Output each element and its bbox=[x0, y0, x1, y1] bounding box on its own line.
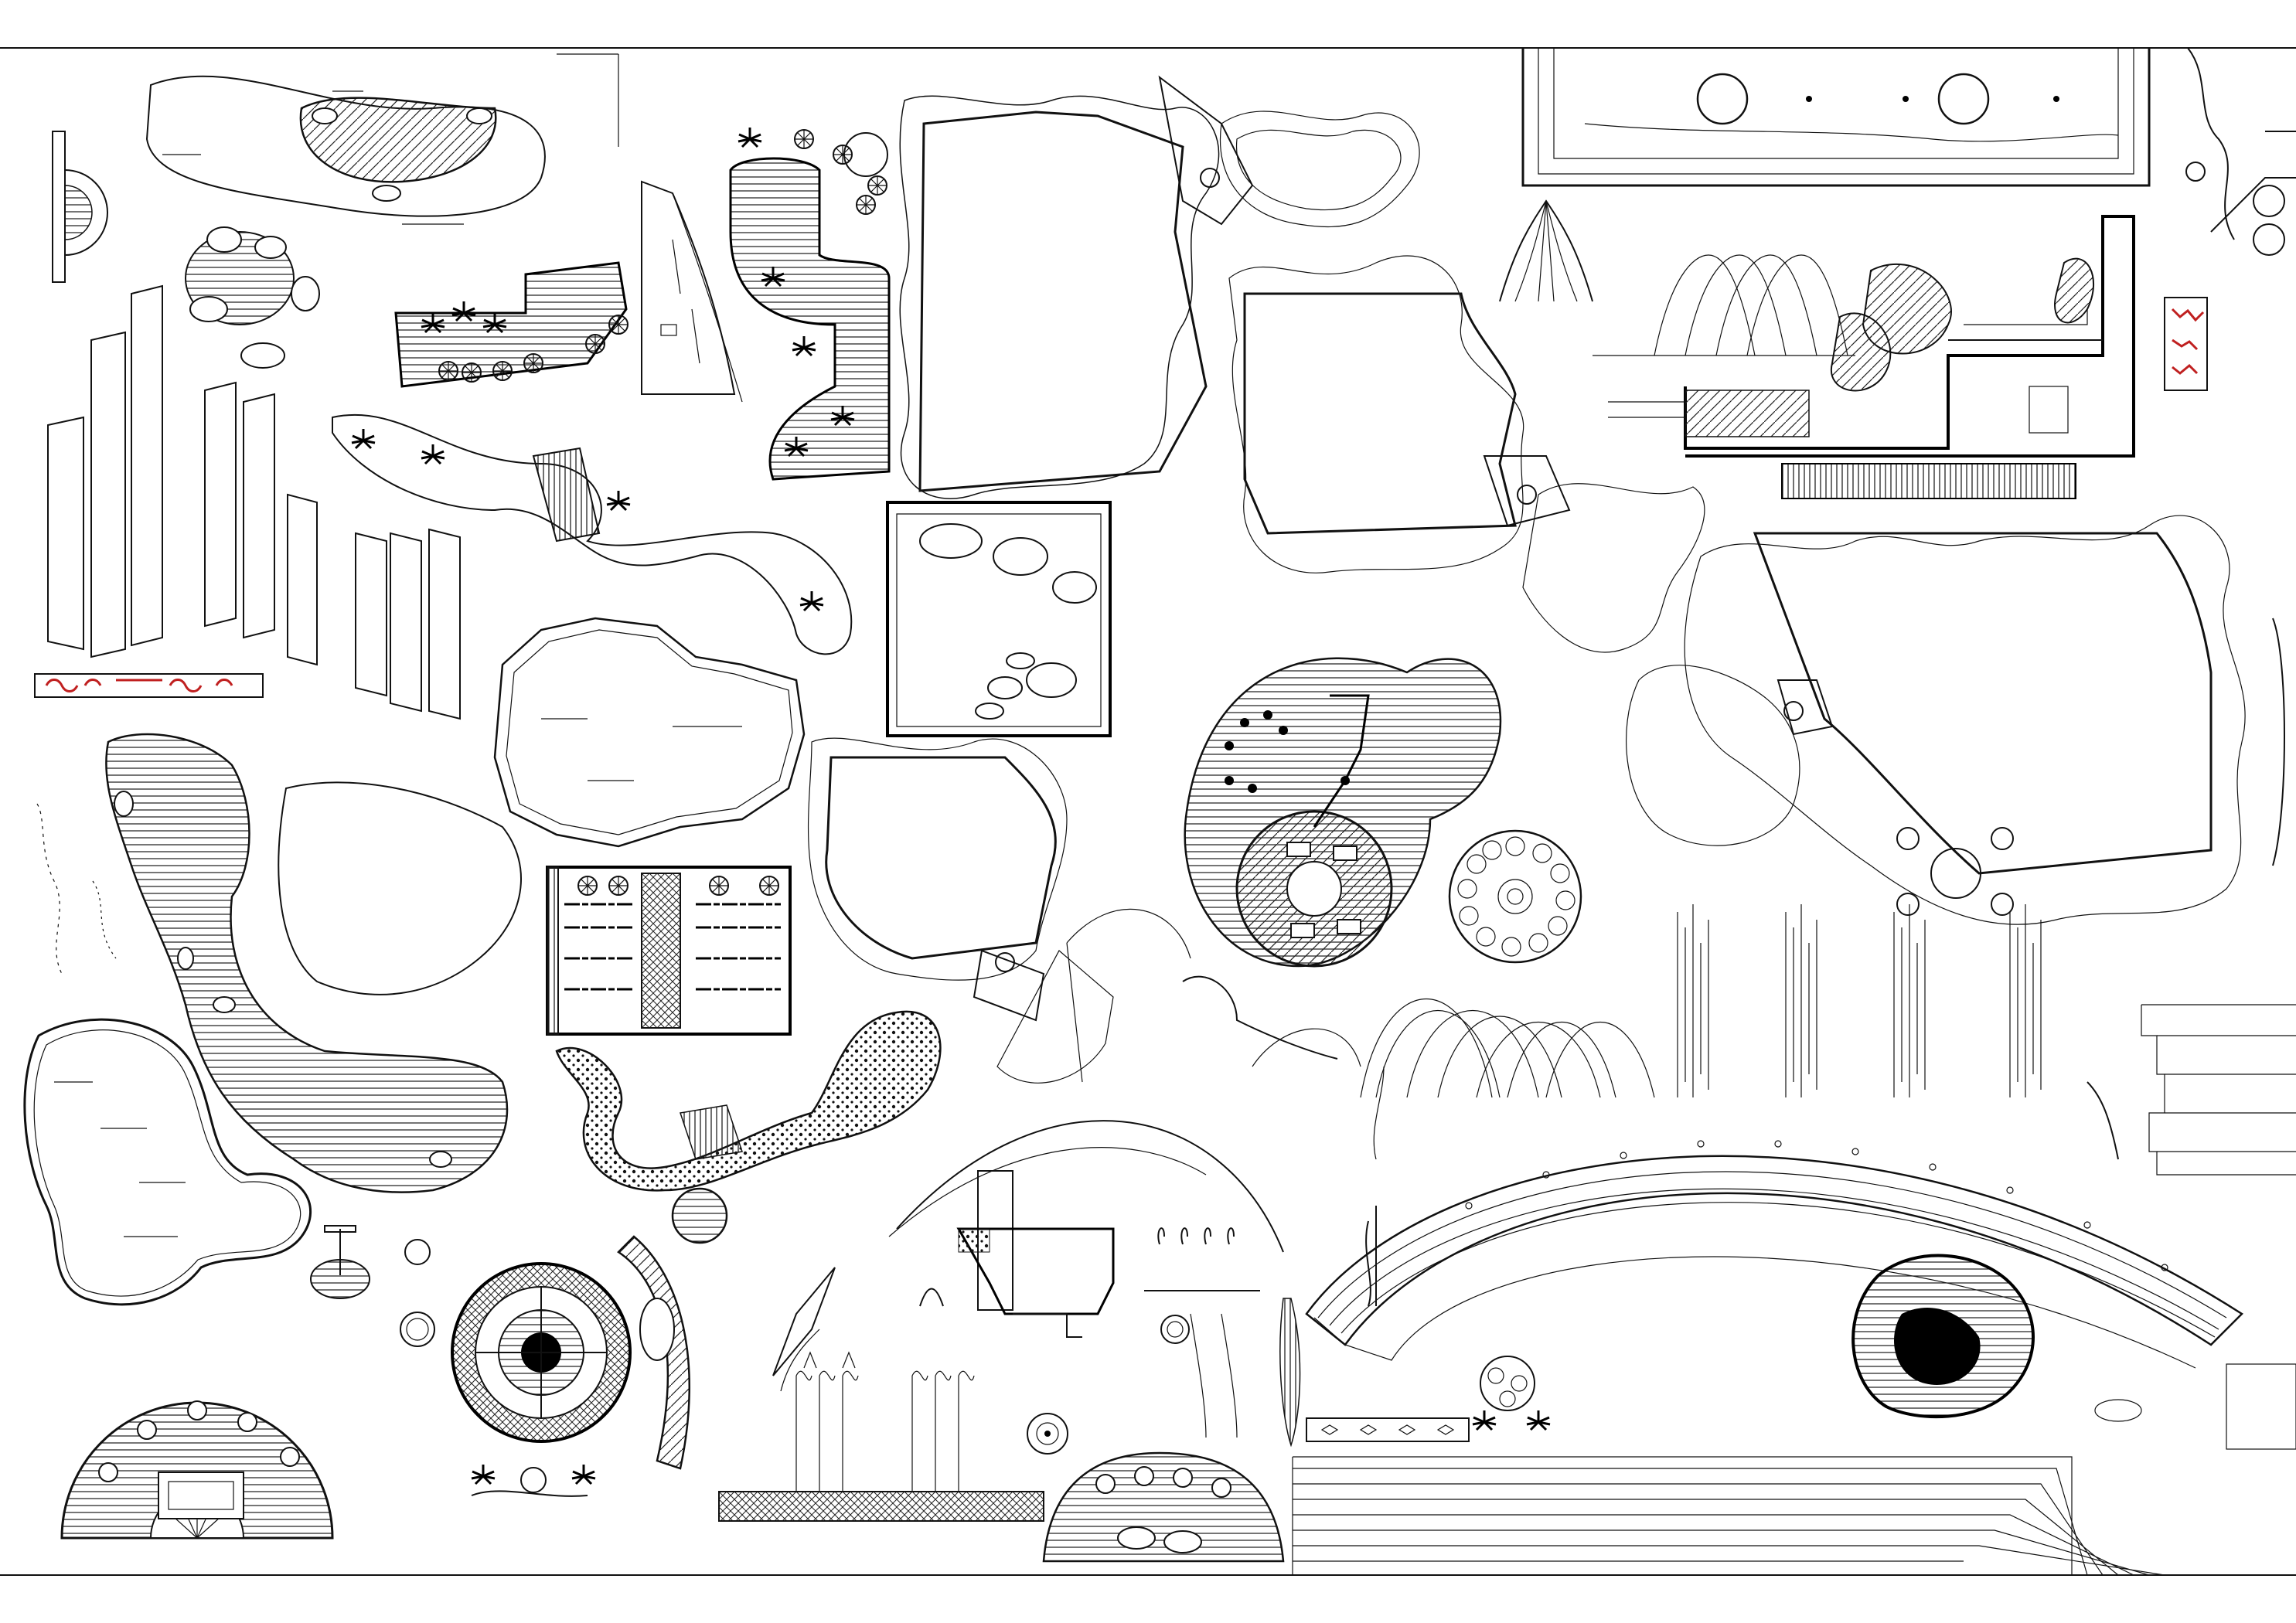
fountain-jet-groups bbox=[1677, 904, 2042, 1097]
red-border-strip bbox=[34, 673, 264, 698]
reed-grass-strip bbox=[1781, 463, 2076, 499]
curved-water-arcs bbox=[1066, 908, 1361, 1083]
scattered-shrubs bbox=[1471, 1356, 2296, 1450]
dotted-gravel-path bbox=[555, 1010, 942, 1192]
spouting-statues bbox=[1160, 975, 1385, 1438]
water-channel-grid bbox=[546, 866, 792, 1036]
rockery-frame-center bbox=[1220, 111, 1705, 653]
curved-stone-wall bbox=[617, 1235, 691, 1470]
sloped-water-wall bbox=[641, 180, 743, 403]
reed-planter-tall bbox=[1279, 1298, 1301, 1448]
fountain-jet-fans bbox=[1499, 199, 1855, 356]
stair-steps-bottom bbox=[1292, 1456, 2165, 1576]
rockery-frame-upper bbox=[899, 75, 1254, 499]
rockery-frame-mid-left bbox=[807, 737, 1114, 1084]
curved-stair-arc bbox=[1305, 1140, 2243, 1369]
rock-pond-oval bbox=[145, 53, 619, 225]
planter-nozzle-row bbox=[718, 1370, 1044, 1522]
rectangular-pool-top-right bbox=[1521, 48, 2151, 187]
bench-and-tree-small bbox=[310, 1225, 435, 1347]
rockery-frame-right bbox=[1626, 515, 2285, 925]
square-rock-planter bbox=[886, 501, 1112, 737]
palm-planter-column bbox=[729, 126, 891, 481]
circular-seating-ring bbox=[1448, 829, 1582, 964]
section-pool-wall bbox=[1608, 215, 2135, 458]
boulder-outline-pond bbox=[493, 617, 806, 848]
circular-fountain-plaza bbox=[451, 1262, 632, 1443]
stone-pile bbox=[185, 226, 320, 369]
sheet-border bbox=[0, 47, 2296, 1576]
shrub-bed-small bbox=[470, 1463, 597, 1497]
pie-bench-symbol bbox=[52, 131, 108, 283]
stepped-edge-detail bbox=[2086, 1004, 2296, 1176]
spray-fountain-row bbox=[772, 1267, 1082, 1455]
fountain-section-detail bbox=[888, 1120, 1284, 1315]
semicircle-stepped-plaza bbox=[60, 1400, 334, 1540]
kidney-pond bbox=[23, 1018, 312, 1306]
long-wave-pond bbox=[105, 733, 522, 1193]
round-hatched-plaza bbox=[1184, 657, 1502, 968]
dome-shrub-bed bbox=[1042, 1451, 1285, 1563]
winding-stream-path bbox=[332, 413, 853, 655]
sketch-edge-left bbox=[36, 803, 117, 975]
black-rock-island bbox=[1851, 1254, 2035, 1419]
paver-strip bbox=[1306, 1417, 1470, 1442]
stepped-wall-panels bbox=[47, 284, 461, 720]
right-edge-rockwall bbox=[2164, 47, 2296, 391]
small-round-pond bbox=[671, 1187, 728, 1244]
planter-deck-with-palms bbox=[394, 261, 629, 388]
fountain-arches bbox=[1360, 998, 1655, 1098]
table-and-chairs bbox=[1896, 827, 2014, 916]
